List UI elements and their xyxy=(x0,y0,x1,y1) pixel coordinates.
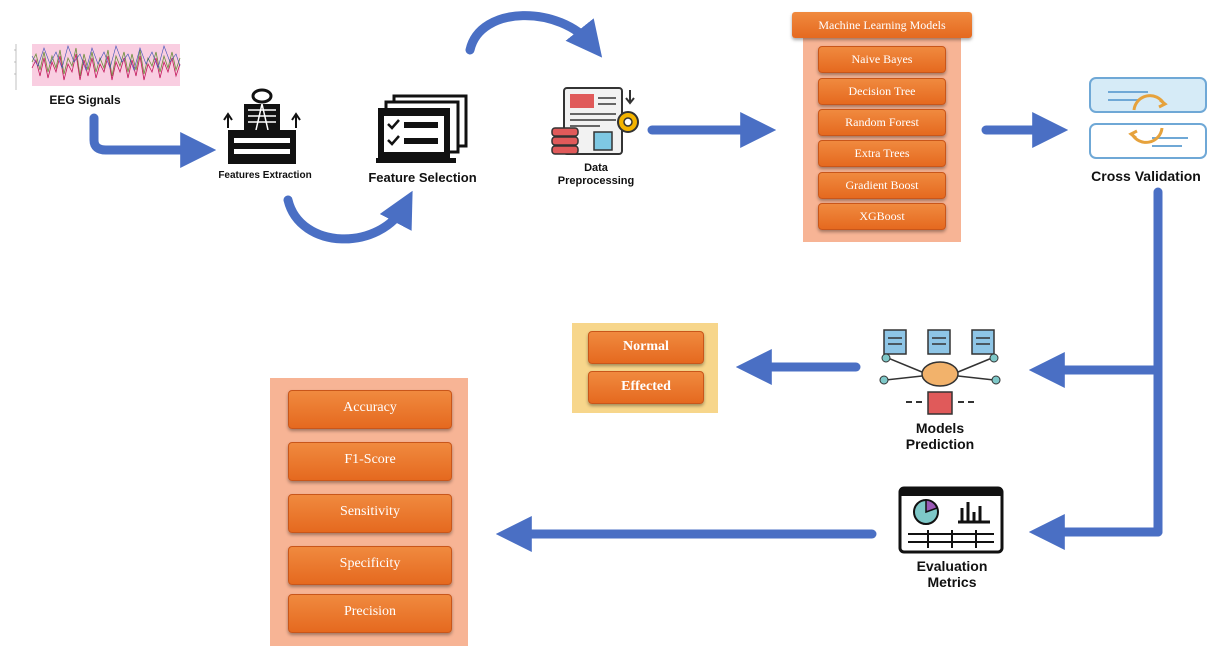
metric-sensitivity: Sensitivity xyxy=(288,494,452,533)
feature-extraction-icon xyxy=(223,88,301,164)
outcome-normal: Normal xyxy=(588,331,704,364)
model-extra-trees: Extra Trees xyxy=(818,140,946,167)
metric-precision: Precision xyxy=(288,594,452,633)
features-extraction-label: Features Extraction xyxy=(218,170,312,181)
data-preprocessing-line2: Preprocessing xyxy=(557,175,635,187)
arrow-extraction-to-selection xyxy=(283,190,413,244)
models-prediction-line1: Models xyxy=(915,420,965,436)
model-decision-tree: Decision Tree xyxy=(818,78,946,105)
metric-specificity: Specificity xyxy=(288,546,452,585)
eeg-signals-label: EEG Signals xyxy=(49,93,121,107)
outcomes-panel: Normal Effected xyxy=(572,323,718,413)
cross-validation-icon xyxy=(1089,77,1207,159)
cross-validation-label: Cross Validation xyxy=(1091,168,1201,184)
evaluation-metrics-line1: Evaluation xyxy=(916,558,988,574)
models-prediction-line2: Prediction xyxy=(905,436,975,452)
model-random-forest: Random Forest xyxy=(818,109,946,136)
metric-f1-score: F1-Score xyxy=(288,442,452,481)
ml-models-header: Machine Learning Models xyxy=(792,12,972,38)
feature-selection-label: Feature Selection xyxy=(368,170,477,185)
metrics-panel: Accuracy F1-Score Sensitivity Specificit… xyxy=(270,378,468,646)
ml-models-panel: Naive Bayes Decision Tree Random Forest … xyxy=(803,30,961,242)
data-preprocessing-line1: Data xyxy=(584,162,608,174)
metric-accuracy: Accuracy xyxy=(288,390,452,429)
data-preprocessing-label: Data Preprocessing xyxy=(546,162,646,188)
eeg-signal-icon xyxy=(14,44,181,90)
arrow-eeg-to-extraction xyxy=(89,113,217,168)
model-gradient-boost: Gradient Boost xyxy=(818,172,946,199)
model-naive-bayes: Naive Bayes xyxy=(818,46,946,73)
feature-selection-icon xyxy=(376,94,468,163)
model-xgboost: XGBoost xyxy=(818,203,946,230)
models-prediction-label: Models Prediction xyxy=(870,420,1010,452)
evaluation-metrics-line2: Metrics xyxy=(927,574,977,590)
arrow-selection-to-preprocessing xyxy=(465,11,603,58)
evaluation-metrics-icon xyxy=(898,486,1004,554)
models-prediction-icon xyxy=(879,329,1001,415)
evaluation-metrics-label: Evaluation Metrics xyxy=(882,558,1022,590)
data-preprocessing-icon xyxy=(551,87,639,155)
outcome-effected: Effected xyxy=(588,371,704,404)
